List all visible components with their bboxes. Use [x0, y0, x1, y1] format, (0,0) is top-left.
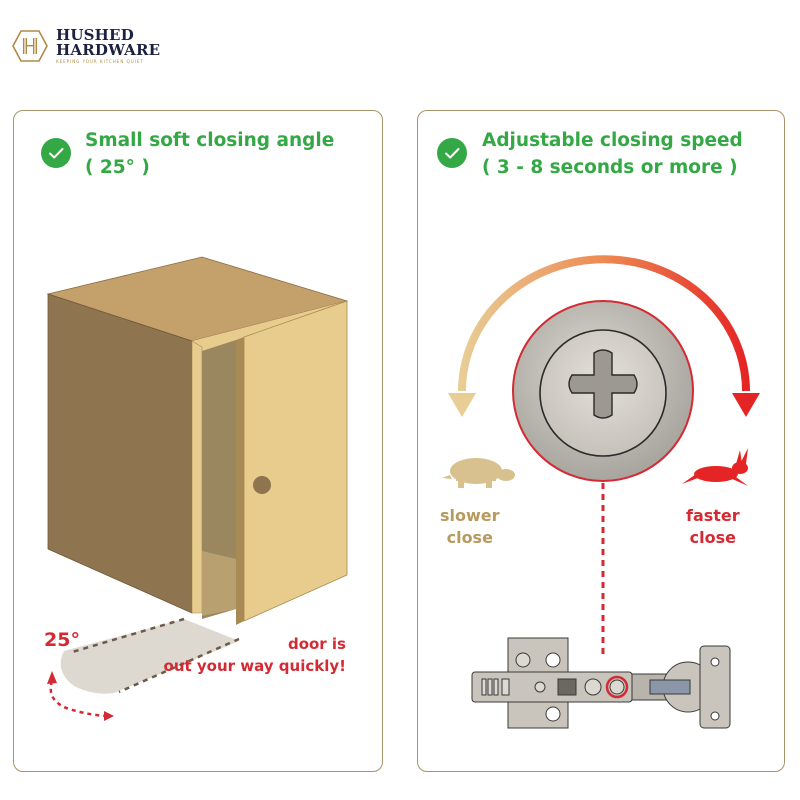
brand-name-line1: HUSHED	[56, 26, 134, 44]
cabinet-hinge-illustration	[471, 637, 731, 729]
panel-title-line2: ( 3 - 8 seconds or more )	[482, 157, 738, 178]
turtle-icon	[442, 458, 515, 488]
check-circle-icon	[41, 138, 71, 168]
panel-title-line1: Small soft closing angle	[85, 130, 335, 151]
slower-close-line1: slower	[440, 506, 500, 525]
rabbit-icon	[682, 448, 748, 486]
slower-close-label: slower close	[440, 505, 500, 549]
hexagon-h-logo-icon	[12, 30, 48, 62]
door-caption-line2: out your way quickly!	[163, 657, 346, 675]
adjustment-screw-illustration	[442, 255, 760, 729]
faster-close-line1: faster	[686, 506, 740, 525]
brand-logo: HUSHED HARDWARE KEEPING YOUR KITCHEN QUI…	[12, 26, 160, 66]
brand-tagline: KEEPING YOUR KITCHEN QUIET	[56, 59, 144, 64]
open-cabinet-illustration	[46, 256, 349, 694]
check-circle-icon	[437, 138, 467, 168]
panel-title-line2: ( 25° )	[85, 157, 150, 178]
door-caption-line1: door is	[287, 635, 346, 653]
faster-close-label: faster close	[686, 505, 740, 549]
door-caption: door is out your way quickly!	[164, 633, 346, 677]
panel-title: Adjustable closing speed ( 3 - 8 seconds…	[482, 127, 743, 181]
brand-name-line2: HARDWARE	[56, 41, 161, 59]
panel-title-line1: Adjustable closing speed	[482, 130, 743, 151]
panel-title: Small soft closing angle ( 25° )	[85, 127, 334, 181]
slower-close-line2: close	[446, 528, 493, 547]
angle-label: 25°	[44, 629, 80, 651]
panel-soft-closing-angle: Small soft closing angle ( 25° ) 25° doo…	[13, 110, 383, 772]
faster-close-line2: close	[689, 528, 736, 547]
panel-adjustable-speed: Adjustable closing speed ( 3 - 8 seconds…	[417, 110, 785, 772]
